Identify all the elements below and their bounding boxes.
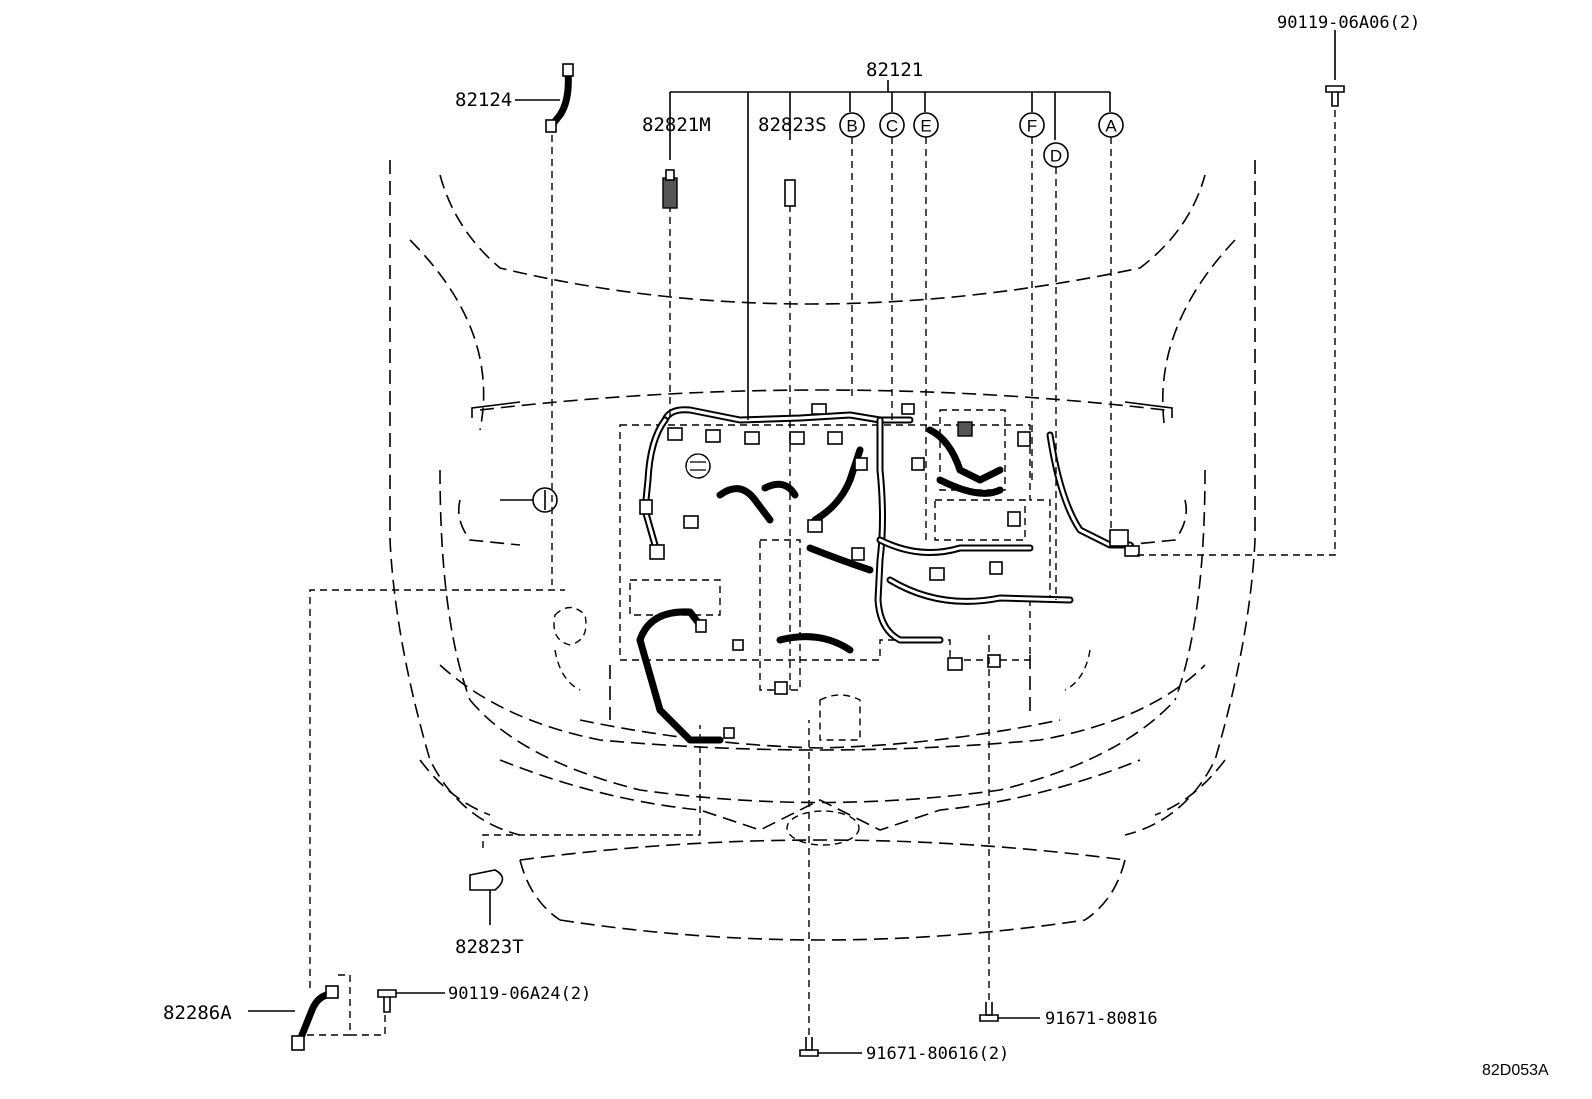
part-82823T bbox=[469, 725, 701, 925]
emblem-outline bbox=[786, 810, 860, 846]
part-90119-06A24 bbox=[377, 989, 445, 1013]
callout-circles: B C E F D A bbox=[839, 112, 1124, 168]
label-82121: 82121 bbox=[866, 59, 923, 81]
part-82124 bbox=[515, 63, 574, 585]
label-91671-80816: 91671-80816 bbox=[1045, 1009, 1158, 1029]
callout-F: F bbox=[1019, 112, 1045, 138]
label-82823T: 82823T bbox=[455, 936, 524, 958]
part-90119-06A06 bbox=[1135, 30, 1345, 556]
callout-E: E bbox=[913, 112, 939, 138]
label-82286A: 82286A bbox=[163, 1002, 232, 1024]
harness-connectors bbox=[639, 403, 1140, 739]
part-82823S bbox=[784, 179, 796, 207]
label-82823S: 82823S bbox=[758, 114, 827, 136]
callout-C: C bbox=[879, 112, 905, 138]
svg-text:E: E bbox=[920, 117, 931, 136]
engine-components bbox=[500, 409, 1051, 691]
svg-text:C: C bbox=[886, 117, 898, 136]
label-90119-06A24: 90119-06A24(2) bbox=[448, 984, 591, 1004]
svg-text:A: A bbox=[1105, 117, 1117, 136]
callout-A: A bbox=[1098, 112, 1124, 138]
callout-D: D bbox=[1043, 142, 1069, 168]
svg-text:D: D bbox=[1050, 147, 1062, 166]
callout-B: B bbox=[839, 112, 865, 138]
callout-82121-bracket bbox=[669, 80, 1111, 420]
label-82124: 82124 bbox=[455, 89, 512, 111]
part-82286A bbox=[248, 589, 565, 1051]
label-82821M: 82821M bbox=[642, 114, 711, 136]
part-91671-80616 bbox=[799, 720, 862, 1057]
part-labels: 82121 82124 82821M 82823S 82823T 82286A … bbox=[163, 13, 1549, 1079]
part-91671-80816 bbox=[979, 635, 1040, 1022]
label-90119-06A06: 90119-06A06(2) bbox=[1277, 13, 1420, 33]
part-82821M bbox=[662, 169, 678, 209]
vehicle-body-outline bbox=[389, 160, 1256, 941]
diagram-id: 82D053A bbox=[1482, 1062, 1549, 1079]
wire-harness-82121 bbox=[636, 406, 1134, 744]
svg-text:B: B bbox=[846, 117, 857, 136]
svg-text:F: F bbox=[1027, 117, 1037, 136]
callout-leaders bbox=[669, 137, 1112, 690]
label-91671-80616: 91671-80616(2) bbox=[866, 1044, 1009, 1064]
